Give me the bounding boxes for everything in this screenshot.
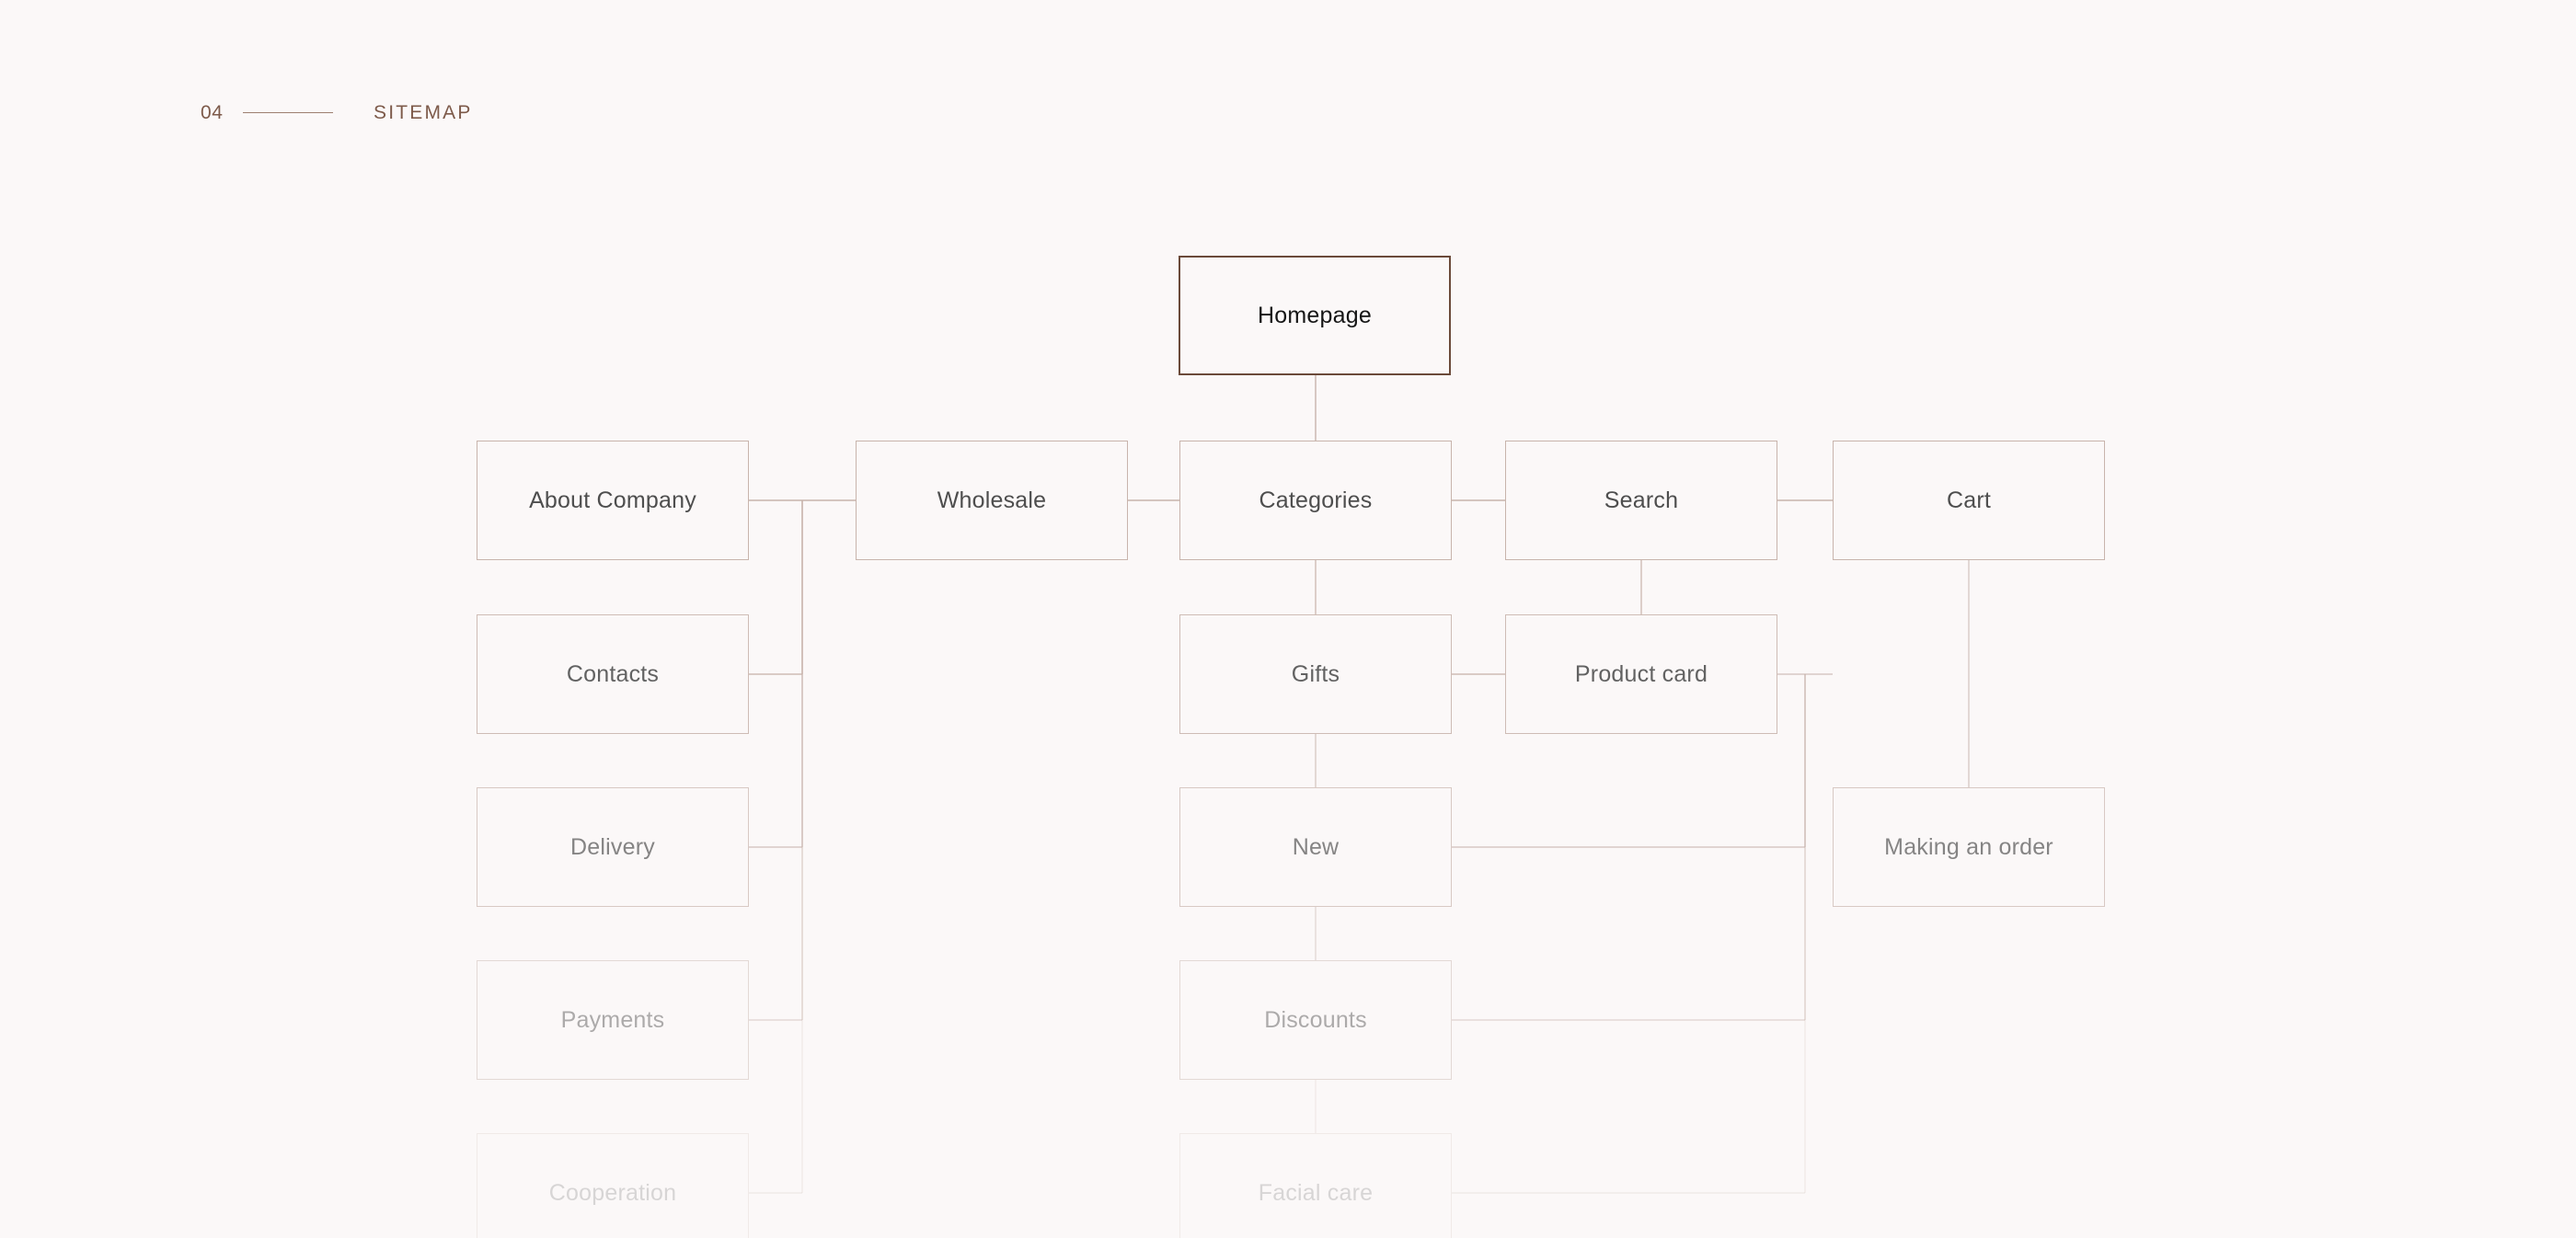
sitemap-node-label: Wholesale <box>937 487 1047 513</box>
sitemap-node-label: Gifts <box>1291 660 1340 687</box>
sitemap-node-product-card[interactable]: Product card <box>1505 614 1777 734</box>
sitemap-node-search[interactable]: Search <box>1505 441 1777 560</box>
sitemap-node-making-order[interactable]: Making an order <box>1833 787 2105 907</box>
sitemap-node-cart[interactable]: Cart <box>1833 441 2105 560</box>
sitemap-node-label: Product card <box>1574 660 1708 687</box>
sitemap-node-label: Search <box>1604 487 1679 513</box>
sitemap-node-label: Making an order <box>1884 833 2053 860</box>
sitemap-node-label: Categories <box>1259 487 1373 513</box>
sitemap-node-label: New <box>1292 833 1340 860</box>
horizontal-rule-icon <box>243 111 333 113</box>
sitemap-node-about-company[interactable]: About Company <box>477 441 749 560</box>
sitemap-node-wholesale[interactable]: Wholesale <box>856 441 1128 560</box>
sitemap-node-facial-care[interactable]: Facial care <box>1179 1133 1452 1238</box>
sitemap-node-label: Facial care <box>1258 1179 1374 1206</box>
section-number: 04 <box>201 101 224 123</box>
sitemap-node-contacts[interactable]: Contacts <box>477 614 749 734</box>
sitemap-node-label: Payments <box>560 1006 665 1033</box>
section-title: SITEMAP <box>374 101 473 123</box>
sitemap-node-label: Delivery <box>570 833 655 860</box>
sitemap-node-cooperation[interactable]: Cooperation <box>477 1133 749 1238</box>
sitemap-node-label: Contacts <box>566 660 660 687</box>
section-header: 04 SITEMAP <box>201 99 473 125</box>
sitemap-node-new[interactable]: New <box>1179 787 1452 907</box>
sitemap-node-gifts[interactable]: Gifts <box>1179 614 1452 734</box>
sitemap-node-label: About Company <box>529 487 696 513</box>
sitemap-node-homepage[interactable]: Homepage <box>1179 256 1451 375</box>
sitemap-node-discounts[interactable]: Discounts <box>1179 960 1452 1080</box>
sitemap-node-delivery[interactable]: Delivery <box>477 787 749 907</box>
sitemap-node-label: Discounts <box>1264 1006 1367 1033</box>
sitemap-node-label: Cart <box>1946 487 1992 513</box>
sitemap-node-label: Cooperation <box>548 1179 677 1206</box>
sitemap-node-categories[interactable]: Categories <box>1179 441 1452 560</box>
sitemap-node-label: Homepage <box>1258 302 1372 328</box>
sitemap-node-payments[interactable]: Payments <box>477 960 749 1080</box>
